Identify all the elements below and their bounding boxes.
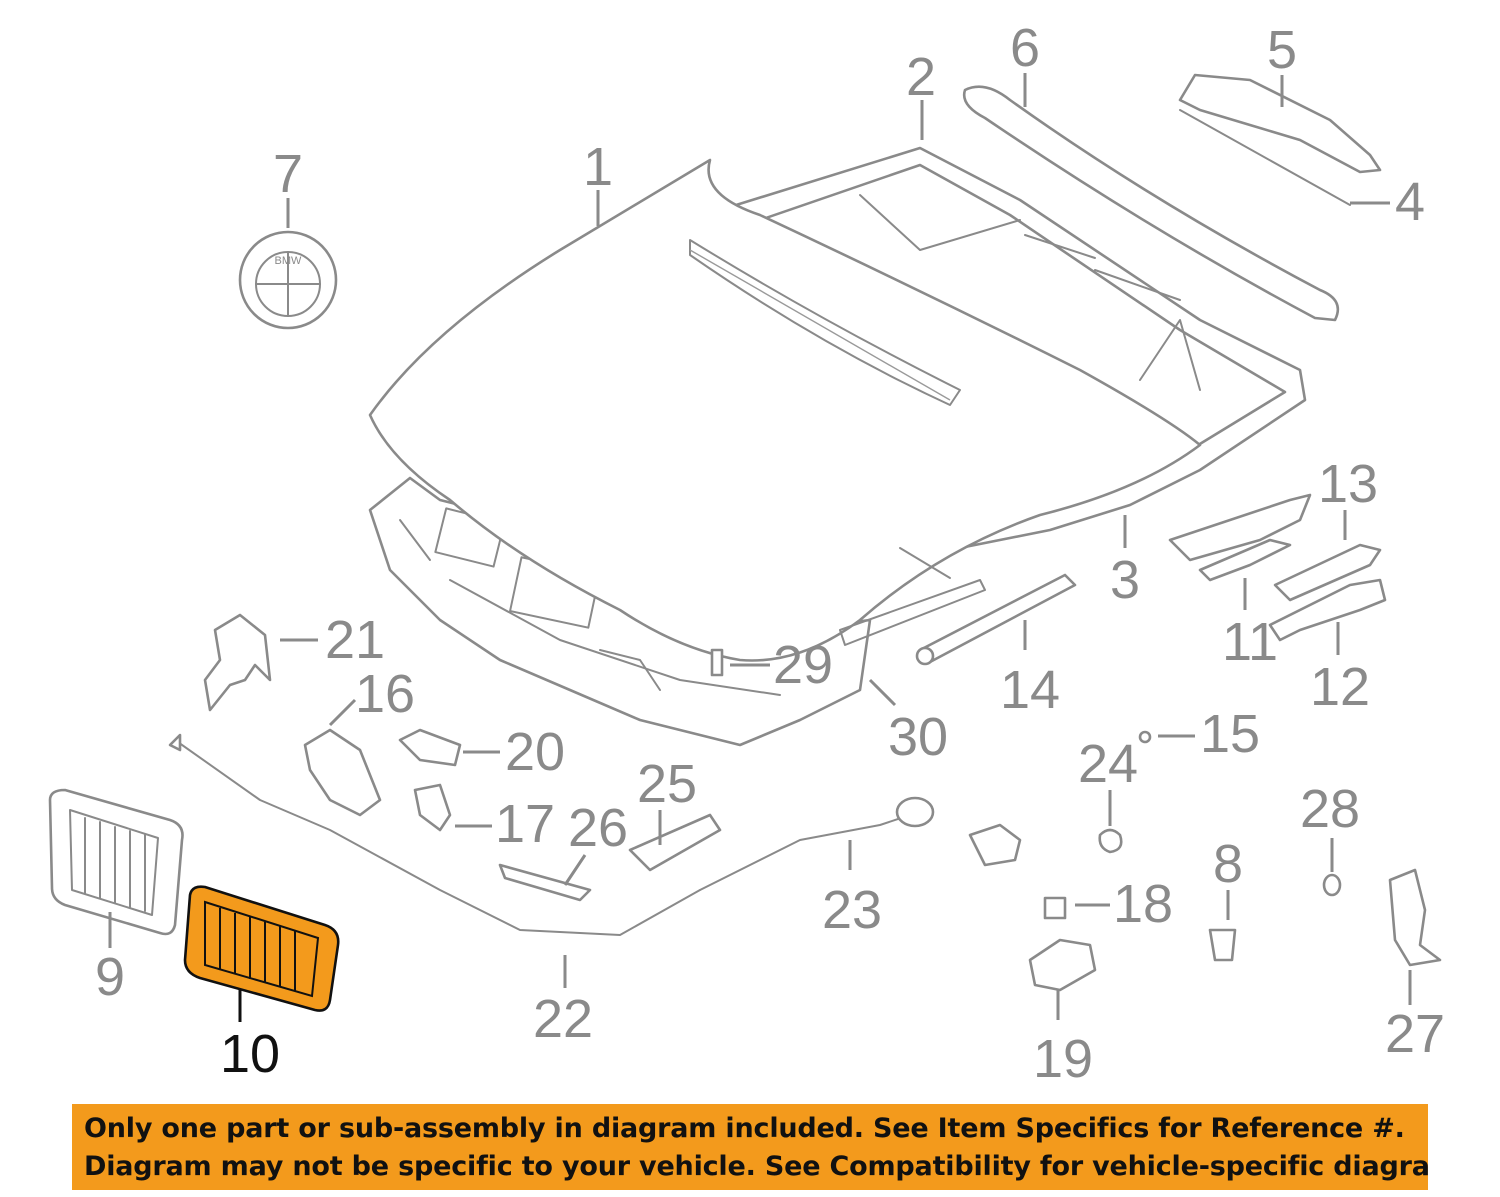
callout-11: 11 [1222,612,1278,672]
small-parts [498,648,1442,992]
callout-17: 17 [495,794,555,854]
disclaimer-line-1: Only one part or sub-assembly in diagram… [84,1113,1405,1144]
callout-8: 8 [1213,834,1243,894]
weatherstrip [962,85,1340,322]
callout-14: 14 [1000,660,1060,720]
hood-panel [368,158,1202,662]
callout-12: 12 [1310,657,1370,717]
hood-hinges [1168,493,1387,642]
hood-latch-parts [203,613,462,832]
callout-19: 19 [1033,1029,1093,1089]
callout-20: 20 [505,722,565,782]
callout-21: 21 [325,610,385,670]
callout-6: 6 [1010,18,1040,78]
callout-25: 25 [637,754,697,814]
callout-13: 13 [1318,454,1378,514]
callout-2: 2 [906,47,936,107]
disclaimer-banner: Only one part or sub-assembly in diagram… [72,1104,1428,1190]
emblem-text: BMW [275,255,303,267]
callout-23: 23 [822,880,882,940]
callout-24: 24 [1078,734,1138,794]
gas-strut [915,573,1077,666]
callout-3: 3 [1110,550,1140,610]
callout-16: 16 [355,664,415,724]
callout-18: 18 [1113,874,1173,934]
callout-labels: 1 2 3 4 5 6 7 8 9 10 11 12 13 14 15 16 1… [95,18,1445,1089]
callout-30: 30 [888,707,948,767]
callout-10: 10 [220,1024,280,1084]
seal-strip [1178,73,1382,206]
callout-7: 7 [273,144,303,204]
bmw-emblem: BMW [238,230,338,330]
callout-28: 28 [1300,779,1360,839]
kidney-grille-outer [48,788,184,936]
callout-26: 26 [568,798,628,858]
disclaimer-line-2: Diagram may not be specific to your vehi… [84,1151,1428,1182]
callout-27: 27 [1385,1004,1445,1064]
leader-lines [108,73,1412,1022]
callout-9: 9 [95,947,125,1007]
callout-29: 29 [773,635,833,695]
callout-5: 5 [1267,20,1297,80]
callout-4: 4 [1395,172,1425,232]
release-cables [168,733,1022,936]
callout-22: 22 [533,989,593,1049]
callout-1: 1 [583,137,613,197]
callout-15: 15 [1200,704,1260,764]
kidney-grille-highlighted [183,885,340,1012]
